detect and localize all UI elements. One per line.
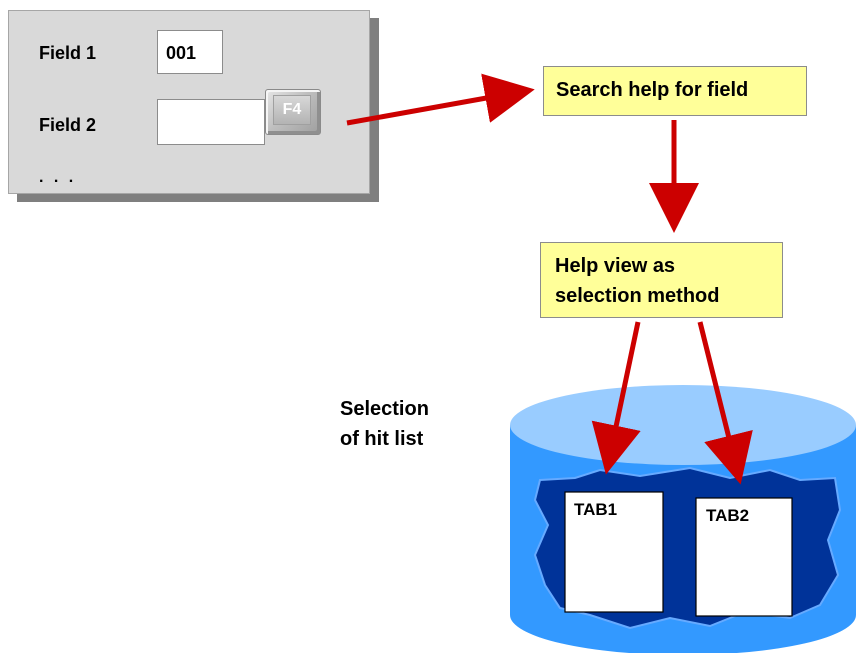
database-cylinder (510, 385, 856, 653)
arrow-help-view-to-tab2 (697, 321, 753, 485)
search-help-box: Search help for field (543, 66, 807, 116)
table-sheet-tab1 (564, 491, 664, 613)
help-view-line-2: selection method (555, 285, 720, 307)
table-sheet-tab2 (695, 497, 793, 617)
arrow-f4-to-search-help (346, 73, 535, 126)
field-2-label: Field 2 (39, 115, 97, 135)
f4-key-label: F4 (273, 95, 311, 125)
f4-key-button[interactable]: F4 (265, 89, 321, 135)
field-1-label: Field 1 (39, 43, 97, 63)
help-view-box: Help view as selection method (540, 242, 783, 318)
input-form-panel: Field 1 001 Field 2 F4 . . . (8, 10, 370, 194)
table-label-tab2: TAB2 (706, 506, 750, 525)
field-1-input[interactable]: 001 (157, 30, 223, 74)
field-2-input[interactable] (157, 99, 265, 145)
arrow-help-view-to-tab1 (591, 321, 641, 475)
more-fields-indicator: . . . (39, 169, 77, 186)
selection-caption: Selection of hit list (340, 394, 429, 454)
database-top (510, 385, 856, 465)
help-view-line-1: Help view as (555, 255, 676, 277)
selection-caption-line-1: Selection (340, 398, 429, 420)
search-help-label: Search help for field (556, 79, 749, 101)
selection-caption-line-2: of hit list (340, 428, 424, 450)
table-label-tab1: TAB1 (574, 500, 618, 519)
